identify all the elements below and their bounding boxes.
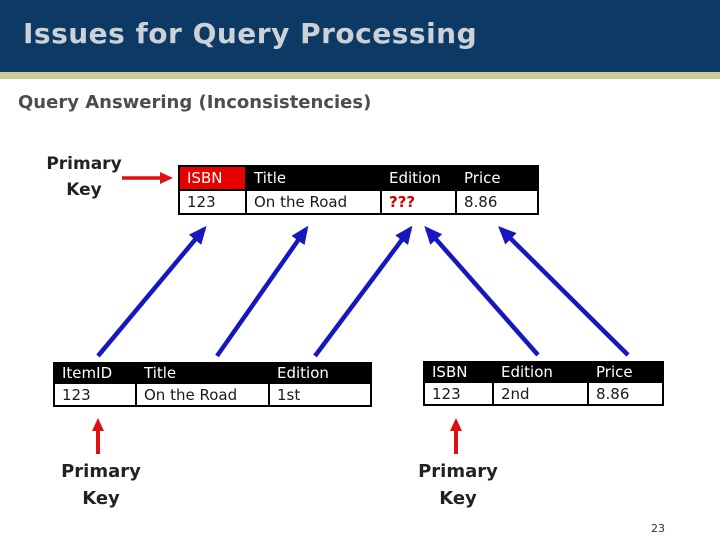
arrow-left-itemid-to-merged-isbn — [96, 225, 207, 358]
merged-table-cell-title: On the Road — [245, 189, 382, 215]
slide-title: Issues for Query Processing — [23, 17, 478, 50]
left-table-cell-itemid: 123 — [53, 382, 137, 407]
right-table-header-price: Price — [587, 361, 664, 383]
source-table-left: ItemID Title Edition 123 On the Road 1st — [53, 362, 372, 407]
merged-table-header-edition: Edition — [380, 165, 457, 191]
primary-key-label-bottom-right: Primary Key — [410, 458, 506, 512]
left-table-header-edition: Edition — [268, 362, 372, 384]
merged-table-header-price: Price — [455, 165, 539, 191]
right-table-cell-price: 8.86 — [587, 381, 664, 406]
source-table-right-data-row: 123 2nd 8.86 — [423, 381, 664, 406]
primary-key-label-top-line2: Key — [66, 180, 102, 200]
left-table-header-title: Title — [135, 362, 270, 384]
source-table-left-header-row: ItemID Title Edition — [53, 362, 372, 384]
left-table-cell-title: On the Road — [135, 382, 270, 407]
merged-table-header-title: Title — [245, 165, 382, 191]
slide-subtitle: Query Answering (Inconsistencies) — [18, 92, 372, 113]
arrow-left-edition-to-merged-edition — [313, 225, 413, 358]
arrow-left-title-to-merged-title — [215, 225, 309, 358]
right-table-cell-edition: 2nd — [492, 381, 589, 406]
primary-key-label-bottom-left-line2: Key — [82, 488, 120, 509]
merged-table-cell-isbn: 123 — [178, 189, 247, 215]
merged-table-header-row: ISBN Title Edition Price — [178, 165, 539, 191]
merged-table-header-isbn: ISBN — [178, 165, 247, 191]
source-table-left-data-row: 123 On the Road 1st — [53, 382, 372, 407]
arrow-right-price-to-merged-price — [498, 226, 630, 357]
primary-key-label-top-line1: Primary — [46, 154, 122, 174]
merged-table-cell-price: 8.86 — [455, 189, 539, 215]
primary-key-label-bottom-left-line1: Primary — [61, 461, 141, 482]
left-table-cell-edition: 1st — [268, 382, 372, 407]
primary-key-label-bottom-left: Primary Key — [53, 458, 149, 512]
page-number: 23 — [651, 522, 665, 535]
arrow-right-edition-to-merged-edition — [424, 225, 540, 357]
accent-divider — [0, 72, 720, 79]
right-table-header-isbn: ISBN — [423, 361, 494, 383]
right-table-cell-isbn: 123 — [423, 381, 494, 406]
source-table-right-header-row: ISBN Edition Price — [423, 361, 664, 383]
merged-table-data-row: 123 On the Road ??? 8.86 — [178, 189, 539, 215]
merged-table-cell-edition-conflict: ??? — [380, 189, 457, 215]
source-table-right: ISBN Edition Price 123 2nd 8.86 — [423, 361, 664, 406]
left-table-header-itemid: ItemID — [53, 362, 137, 384]
primary-key-label-bottom-right-line1: Primary — [418, 461, 498, 482]
primary-key-label-top: Primary Key — [36, 151, 132, 203]
title-bar: Issues for Query Processing — [0, 0, 720, 72]
merged-table: ISBN Title Edition Price 123 On the Road… — [178, 165, 539, 215]
right-table-header-edition: Edition — [492, 361, 589, 383]
primary-key-label-bottom-right-line2: Key — [439, 488, 477, 509]
